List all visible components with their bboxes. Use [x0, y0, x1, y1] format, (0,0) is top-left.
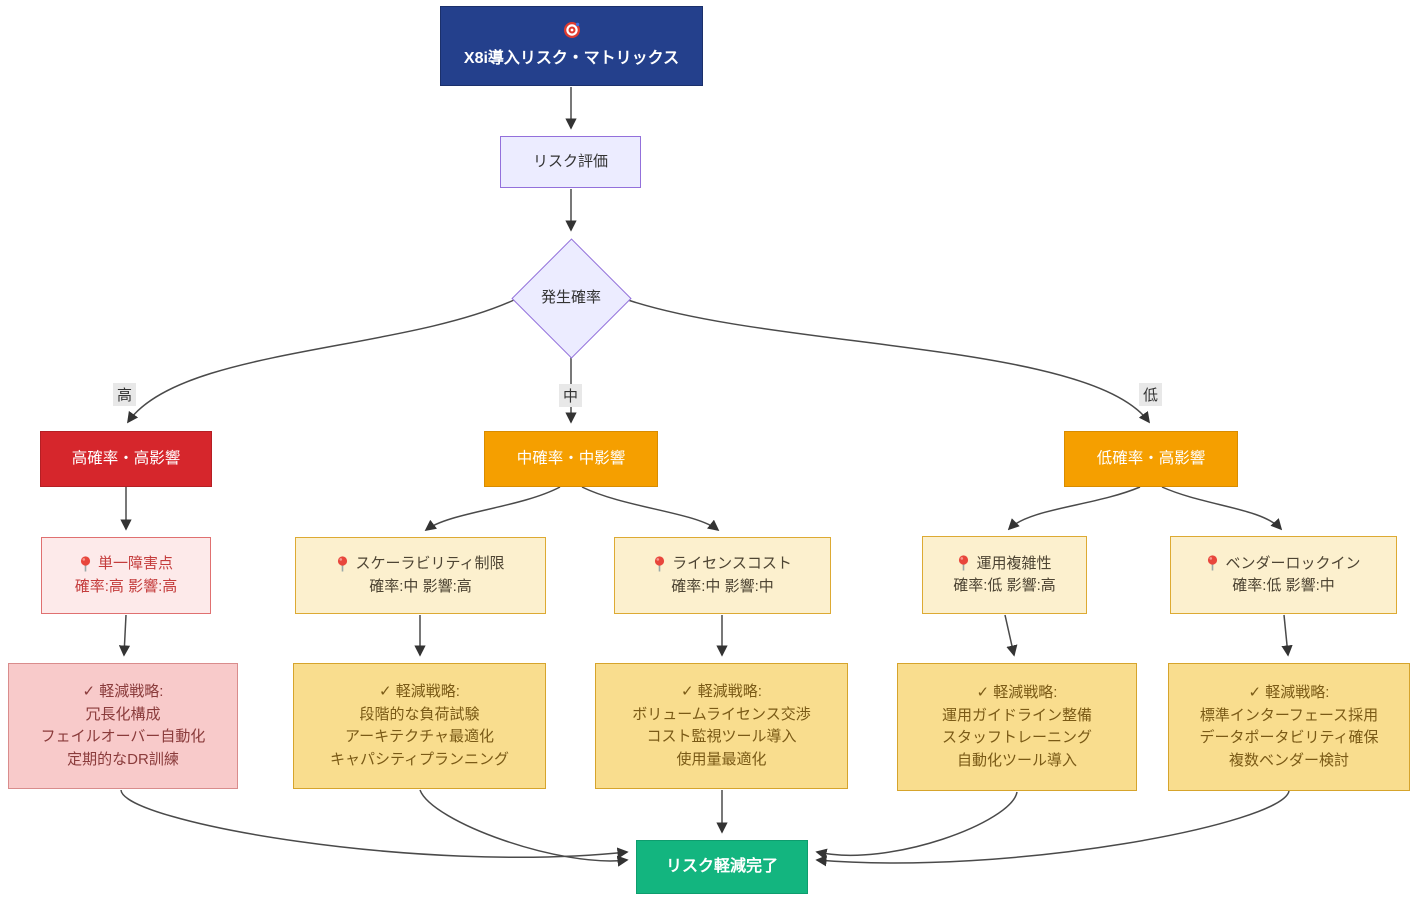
mitigation-header: ✓ 軽減戦略:	[379, 683, 460, 700]
risk-title: 単一障害点	[97, 555, 173, 572]
risk-detail: 確率:中 影響:中	[671, 577, 774, 595]
risk-node-scalability-limit: スケーラビリティ制限 確率:中 影響:高	[295, 537, 546, 614]
edge-label-medium: 中	[559, 384, 583, 407]
mitigation-item: 段階的な負荷試験	[359, 705, 480, 723]
edge-label-low: 低	[1139, 383, 1163, 406]
edge-risk4-to-mit4	[1004, 614, 1018, 657]
completion-node: リスク軽減完了	[636, 840, 808, 894]
risk-detail: 確率:低 影響:中	[1232, 577, 1335, 594]
edge-low-to-risk5	[1161, 486, 1283, 531]
pushpin-icon	[957, 555, 970, 572]
category-high-high: 高確率・高影響	[40, 431, 212, 487]
pushpin-icon	[653, 556, 666, 573]
risk-detail: 確率:高 影響:高	[74, 577, 178, 595]
pushpin-icon	[1206, 555, 1219, 572]
mitigation-item: コスト監視ツール導入	[646, 728, 797, 745]
edge-mit4-to-done	[815, 791, 1018, 860]
mitigation-node-operations: ✓ 軽減戦略: 運用ガイドライン整備 スタッフトレーニング 自動化ツール導入	[897, 663, 1137, 791]
risk-title: ライセンスコスト	[672, 555, 792, 572]
edge-decision-low	[627, 299, 1151, 424]
diagram-title: X8i導入リスク・マトリックス	[463, 49, 680, 67]
risk-node-vendor-lockin: ベンダーロックイン 確率:低 影響:中	[1170, 536, 1397, 614]
edge-low-to-risk4	[1007, 486, 1141, 531]
mitigation-node-spof: ✓ 軽減戦略: 冗長化構成 フェイルオーバー自動化 定期的なDR訓練	[8, 663, 238, 789]
edge-decision-high	[127, 299, 515, 424]
risk-title: ベンダーロックイン	[1225, 554, 1361, 572]
mitigation-item: フェイルオーバー自動化	[40, 728, 206, 745]
pushpin-icon	[336, 556, 349, 573]
category-med-med-label: 中確率・中影響	[516, 450, 626, 468]
edge-mid-to-risk3	[581, 486, 720, 532]
mitigation-item: 運用ガイドライン整備	[941, 706, 1092, 724]
risk-node-single-point-of-failure: 単一障害点 確率:高 影響:高	[41, 537, 211, 614]
risk-detail: 確率:低 影響:高	[953, 577, 1056, 594]
mitigation-item: 複数ベンダー検討	[1228, 751, 1349, 769]
risk-title: スケーラビリティ制限	[355, 555, 505, 572]
decision-label: 発生確率	[540, 288, 601, 306]
assessment-node: リスク評価	[500, 136, 641, 188]
risk-node-operational-complexity: 運用複雑性 確率:低 影響:高	[922, 536, 1087, 614]
risk-detail: 確率:中 影響:高	[369, 577, 472, 595]
target-icon	[563, 21, 581, 39]
mitigation-node-scalability: ✓ 軽減戦略: 段階的な負荷試験 アーキテクチャ最適化 キャパシティプランニング	[293, 663, 546, 789]
edge-mit2-to-done	[419, 789, 629, 867]
category-med-med: 中確率・中影響	[484, 431, 658, 487]
edge-label-high: 高	[113, 383, 137, 406]
edge-mit1-to-done	[120, 789, 629, 859]
pushpin-icon	[79, 556, 92, 573]
risk-node-license-cost: ライセンスコスト 確率:中 影響:中	[614, 537, 831, 614]
category-low-high: 低確率・高影響	[1064, 431, 1238, 487]
mitigation-header: ✓ 軽減戦略:	[82, 683, 164, 700]
edge-mit5-to-done	[815, 790, 1290, 867]
mitigation-node-license: ✓ 軽減戦略: ボリュームライセンス交渉 コスト監視ツール導入 使用量最適化	[595, 663, 848, 789]
diagram-title-node: X8i導入リスク・マトリックス	[440, 6, 703, 86]
mitigation-item: ボリュームライセンス交渉	[632, 705, 811, 723]
mitigation-item: 自動化ツール導入	[956, 751, 1077, 769]
assessment-label: リスク評価	[532, 152, 608, 170]
mitigation-item: キャパシティプランニング	[329, 750, 510, 768]
risk-title: 運用複雑性	[976, 554, 1052, 572]
mitigation-item: スタッフトレーニング	[941, 729, 1092, 746]
mitigation-node-vendor: ✓ 軽減戦略: 標準インターフェース採用 データポータビリティ確保 複数ベンダー…	[1168, 663, 1410, 791]
mitigation-header: ✓ 軽減戦略:	[1248, 684, 1330, 701]
mitigation-header: ✓ 軽減戦略:	[681, 683, 762, 700]
mitigation-item: 使用量最適化	[676, 750, 767, 768]
edge-risk1-to-mit1	[118, 614, 131, 657]
completion-label: リスク軽減完了	[665, 858, 778, 875]
edge-mid-to-risk2	[424, 486, 561, 532]
mitigation-header: ✓ 軽減戦略:	[976, 684, 1058, 701]
edge-risk5-to-mit5	[1281, 614, 1293, 657]
mitigation-item: データポータビリティ確保	[1199, 729, 1379, 746]
category-high-high-label: 高確率・高影響	[71, 450, 181, 468]
mitigation-item: 標準インターフェース採用	[1199, 706, 1379, 724]
category-low-high-label: 低確率・高影響	[1096, 450, 1206, 468]
mitigation-item: 定期的なDR訓練	[67, 750, 179, 768]
mitigation-item: 冗長化構成	[85, 705, 161, 723]
mitigation-item: アーキテクチャ最適化	[345, 728, 494, 745]
